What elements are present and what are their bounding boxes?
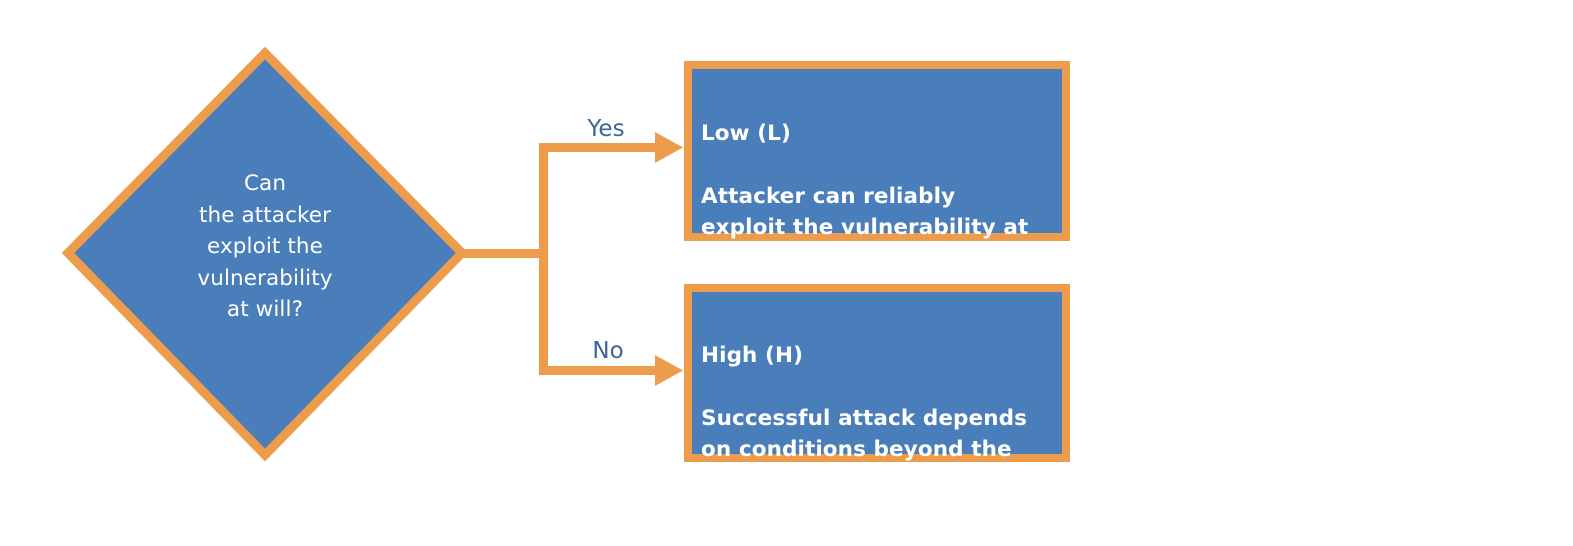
outcome-high-label: High (H) Successful attack depends on co… — [701, 308, 1053, 529]
connector-spine-vertical — [539, 143, 548, 375]
outcome-low-label: Low (L) Attacker can reliably exploit th… — [701, 86, 1053, 307]
outcome-high-body: Successful attack depends on conditions … — [701, 405, 1028, 494]
outcome-low-heading: Low (L) — [701, 120, 791, 146]
connector-stub-horizontal — [459, 249, 547, 258]
connector-arrow-yes — [539, 132, 683, 163]
decision-label: Can the attacker exploit the vulnerabili… — [197, 171, 333, 322]
outcome-high-heading: High (H) — [701, 342, 803, 368]
edge-label-no: No — [592, 338, 624, 364]
outcome-low-box[interactable] — [684, 61, 1070, 241]
outcome-low-body: Attacker can reliably exploit the vulner… — [701, 183, 1029, 272]
connector-arrow-no — [539, 355, 683, 386]
connector-group — [459, 132, 683, 386]
outcome-high-box[interactable] — [684, 284, 1070, 462]
decision-diamond[interactable] — [61, 46, 469, 462]
edge-label-yes: Yes — [587, 116, 625, 142]
